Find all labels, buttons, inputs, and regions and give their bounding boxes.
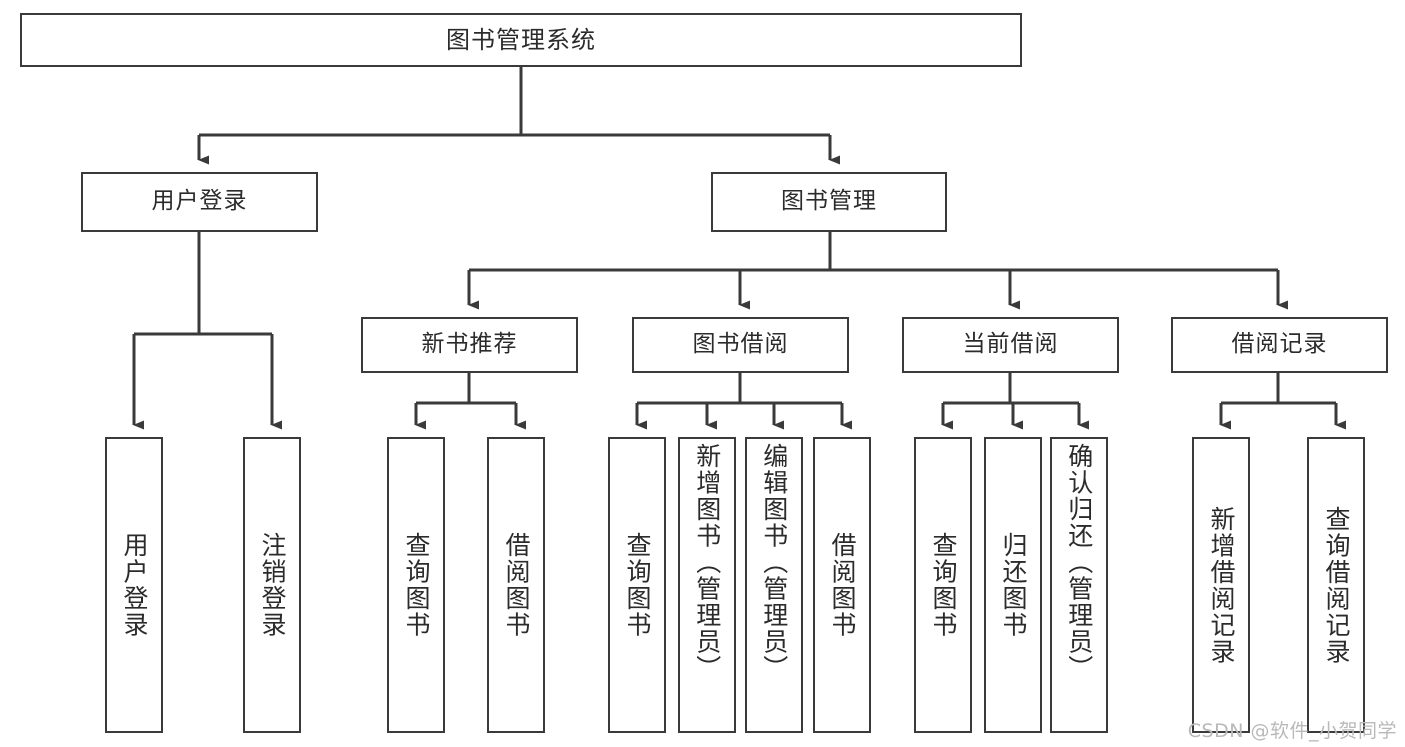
node-borrow-record[interactable]: 借阅记录: [1171, 317, 1388, 373]
leaf-user-login[interactable]: 用户登录: [105, 437, 163, 733]
leaf-confirm-return-admin[interactable]: 确认归还（管理员）: [1050, 437, 1108, 733]
leaf-edit-book-admin[interactable]: 编辑图书（管理员）: [745, 437, 803, 733]
node-label: 编辑图书（管理员）: [759, 443, 789, 682]
leaf-add-book-admin[interactable]: 新增图书（管理员）: [678, 437, 736, 733]
node-label: 当前借阅: [962, 331, 1059, 358]
leaf-return-book[interactable]: 归还图书: [984, 437, 1042, 733]
leaf-logout[interactable]: 注销登录: [243, 437, 301, 733]
node-book-management[interactable]: 图书管理: [711, 172, 947, 232]
node-label: 归还图书: [999, 532, 1028, 638]
leaf-query-book-borrow[interactable]: 查询图书: [608, 437, 666, 733]
leaf-borrow-book[interactable]: 借阅图书: [813, 437, 871, 733]
node-label: 借阅图书: [502, 532, 531, 638]
node-label: 注销登录: [258, 532, 287, 638]
node-label: 新书推荐: [421, 331, 518, 358]
node-label: 确认归还（管理员）: [1064, 443, 1094, 682]
leaf-query-borrow-record[interactable]: 查询借阅记录: [1307, 437, 1365, 733]
node-new-book-recommend[interactable]: 新书推荐: [361, 317, 578, 373]
node-book-borrow[interactable]: 图书借阅: [632, 317, 849, 373]
node-label: 查询图书: [623, 532, 652, 638]
leaf-add-borrow-record[interactable]: 新增借阅记录: [1192, 437, 1250, 733]
node-label: 图书管理: [781, 188, 877, 215]
node-label: 借阅图书: [828, 532, 857, 638]
watermark: CSDN @软件_小贺同学: [1187, 720, 1397, 742]
leaf-query-book-recommend[interactable]: 查询图书: [387, 437, 445, 733]
node-label: 用户登录: [120, 532, 149, 638]
node-label: 图书借阅: [692, 331, 789, 358]
node-label: 用户登录: [151, 188, 248, 215]
node-label: 图书管理系统: [446, 25, 596, 54]
leaf-query-book-current[interactable]: 查询图书: [914, 437, 972, 733]
node-user-login[interactable]: 用户登录: [81, 172, 318, 232]
leaf-borrow-book-recommend[interactable]: 借阅图书: [487, 437, 545, 733]
node-label: 查询图书: [402, 532, 431, 638]
node-current-borrow[interactable]: 当前借阅: [902, 317, 1119, 373]
node-label: 查询借阅记录: [1322, 505, 1351, 665]
node-root-system[interactable]: 图书管理系统: [20, 13, 1022, 67]
node-label: 借阅记录: [1231, 331, 1328, 358]
node-label: 新增借阅记录: [1207, 505, 1236, 665]
node-label: 新增图书（管理员）: [692, 443, 722, 682]
node-label: 查询图书: [929, 532, 958, 638]
